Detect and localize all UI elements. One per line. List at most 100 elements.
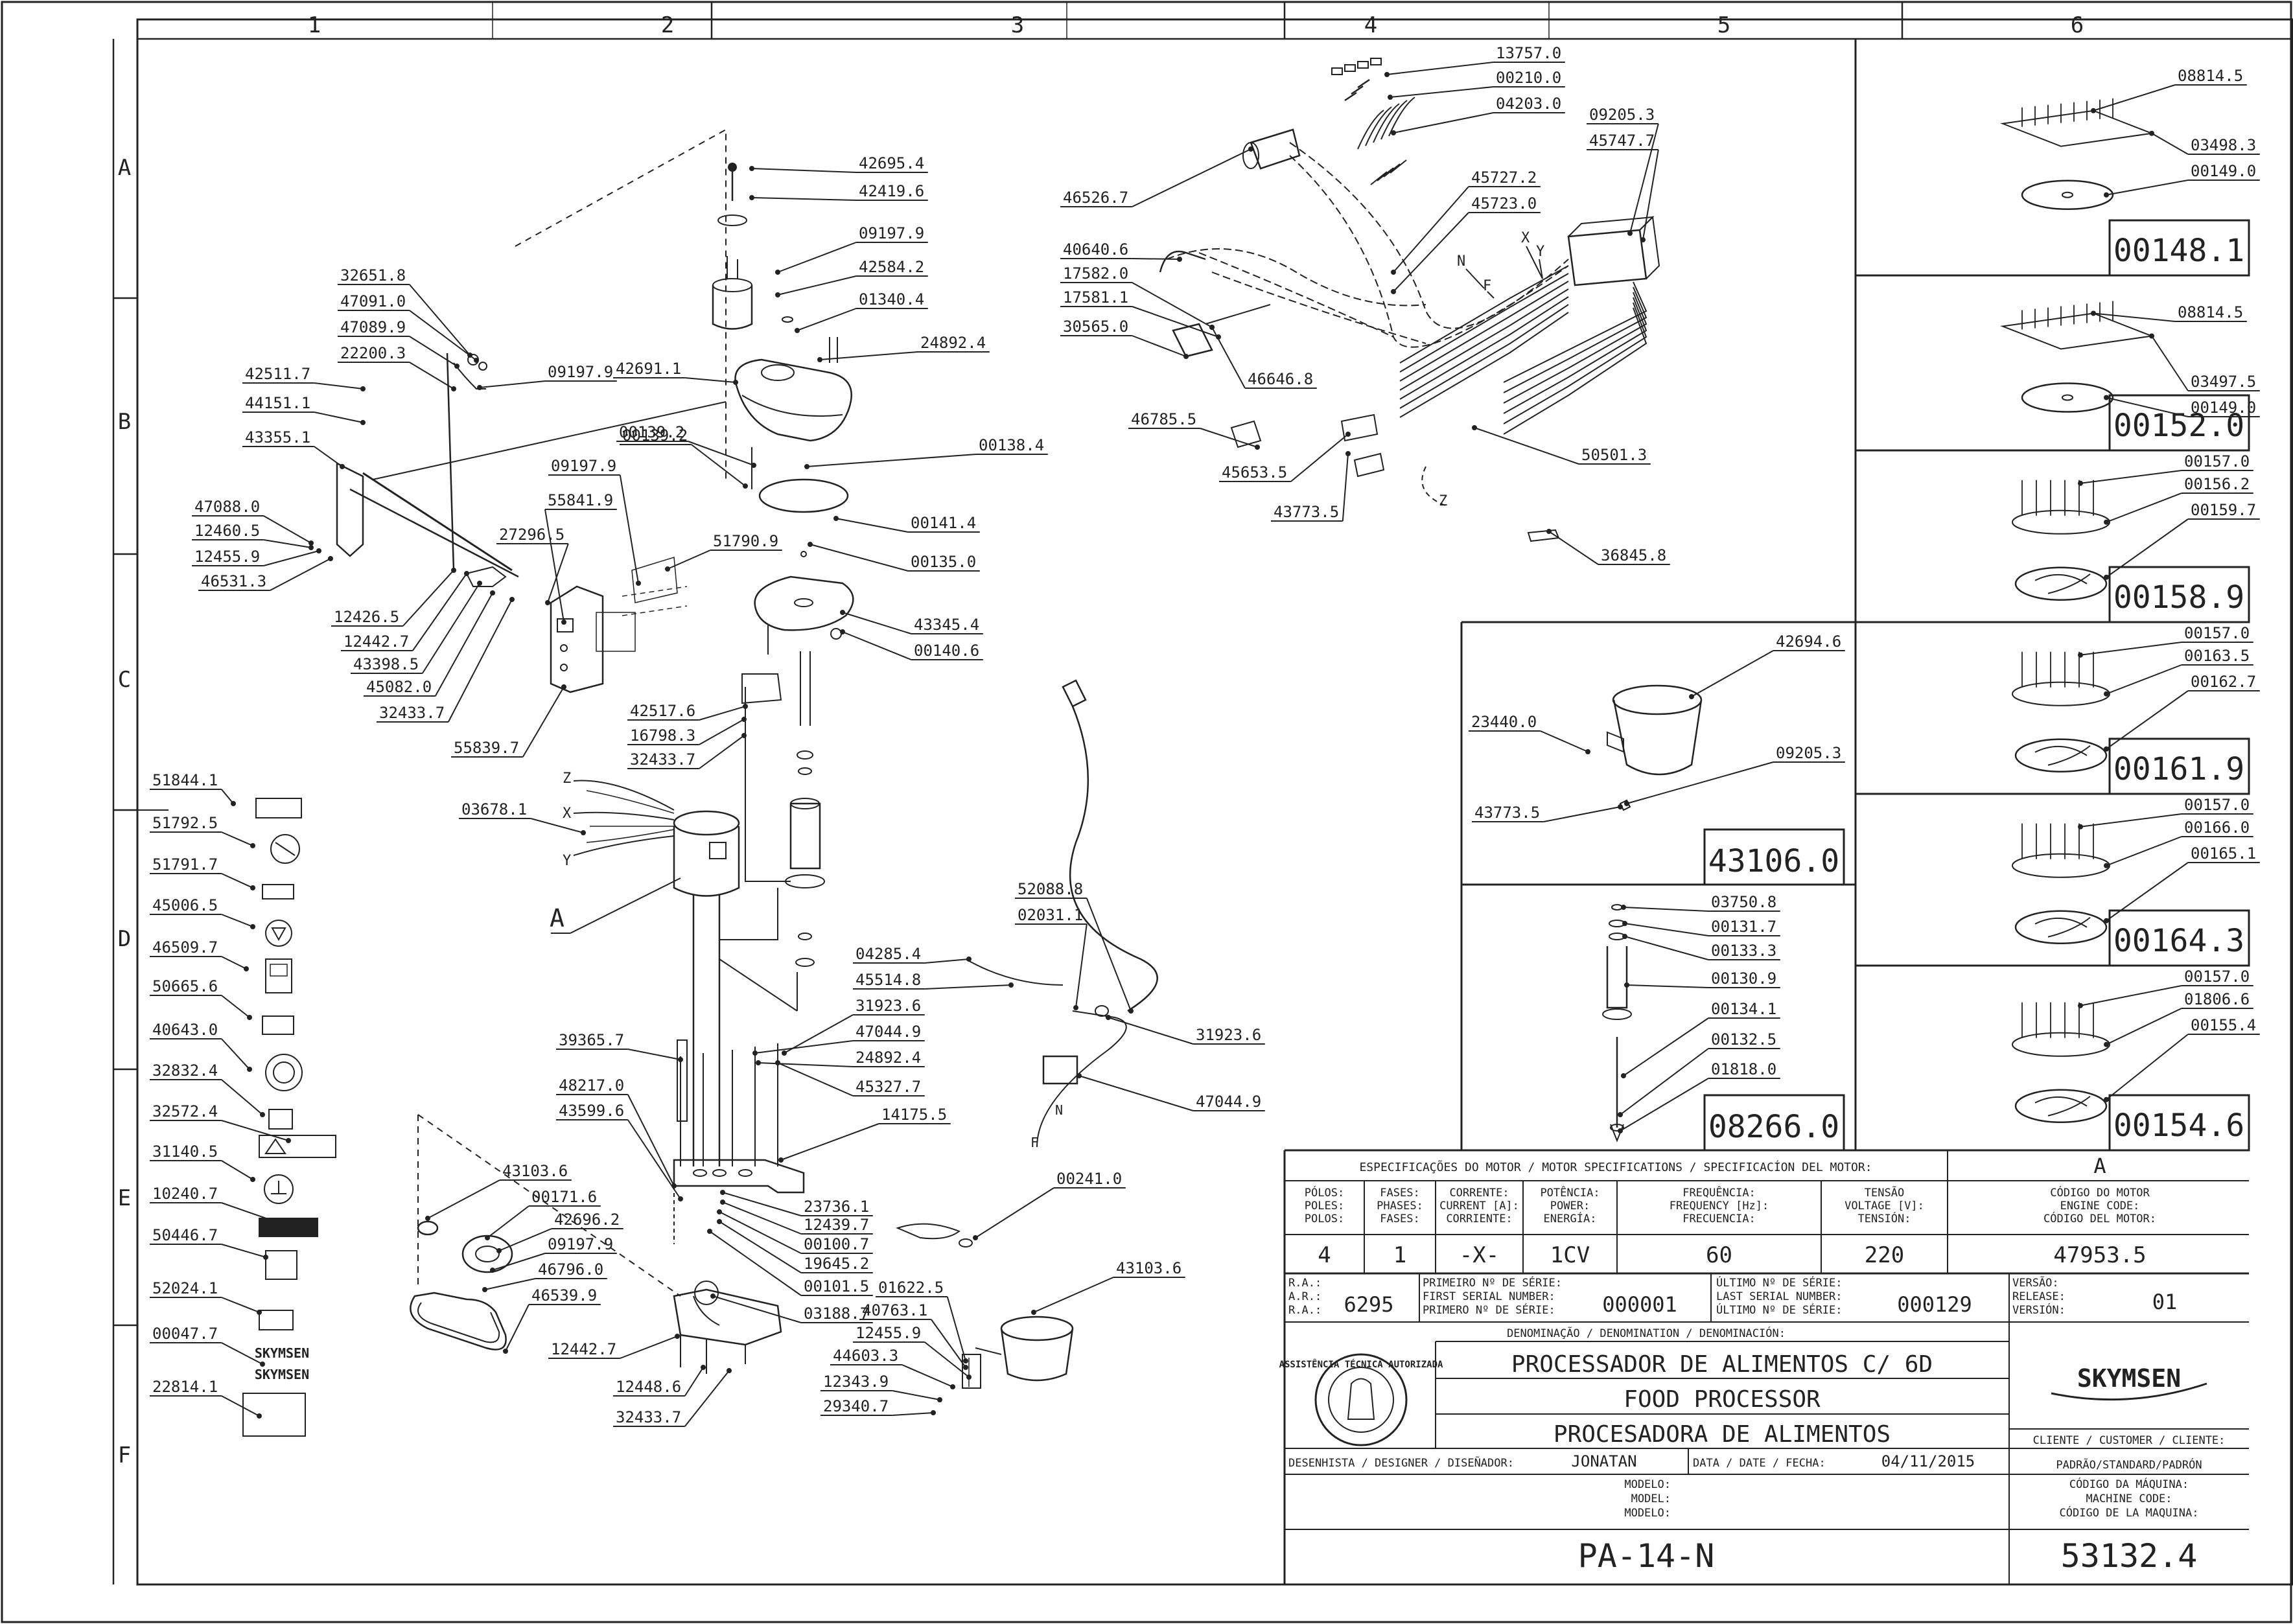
callout-leader bbox=[263, 550, 320, 566]
leader-dot bbox=[1391, 130, 1396, 135]
part-number-label: 31923.6 bbox=[1196, 1026, 1261, 1044]
part-number-label: 22200.3 bbox=[340, 344, 406, 362]
bowl-body bbox=[1612, 699, 1703, 776]
part-number-label: 36845.8 bbox=[1601, 546, 1666, 564]
cable-gland bbox=[1159, 250, 1206, 273]
callout-leader bbox=[619, 474, 639, 584]
leader-dot bbox=[231, 801, 236, 806]
lead-wire bbox=[1399, 281, 1569, 382]
callout-leader bbox=[809, 544, 909, 572]
leader-dot bbox=[1391, 270, 1396, 275]
part-number-label: 00140.6 bbox=[914, 642, 979, 660]
motor-wire bbox=[573, 811, 675, 820]
part-number-label: 51792.5 bbox=[152, 814, 218, 832]
callout-leader bbox=[2093, 312, 2176, 322]
leader-dot bbox=[1621, 1073, 1626, 1078]
grater-ring bbox=[2012, 1032, 2110, 1057]
leader-dot bbox=[1585, 749, 1590, 754]
callout-leader bbox=[946, 1296, 966, 1362]
arm-rod bbox=[362, 472, 513, 572]
part-number-label: 00130.9 bbox=[1711, 969, 1776, 988]
callout-leader bbox=[530, 818, 584, 833]
blade-hub bbox=[959, 1238, 973, 1247]
callout-leader bbox=[2106, 836, 2182, 866]
part-number-label: 32433.7 bbox=[630, 750, 695, 769]
view-letter-leader bbox=[570, 877, 681, 934]
disc-vane bbox=[2047, 573, 2091, 594]
part-number-label: 42517.6 bbox=[630, 702, 695, 720]
part-number-label: 45327.7 bbox=[856, 1078, 921, 1096]
callout-leader bbox=[780, 1123, 879, 1161]
callout-leader bbox=[777, 242, 857, 273]
first-serial-label: FIRST SERIAL NUMBER: bbox=[1423, 1290, 1555, 1303]
callout-leader bbox=[434, 592, 493, 697]
callout-leader bbox=[1624, 936, 1709, 960]
leader-dot bbox=[2149, 130, 2154, 136]
callout-leader bbox=[1393, 212, 1469, 292]
product-name: PROCESSADOR DE ALIMENTOS C/ 6D bbox=[1511, 1351, 1933, 1378]
leader-dot bbox=[328, 556, 333, 561]
leader-dot bbox=[752, 1050, 758, 1056]
leader-dot bbox=[966, 1375, 972, 1380]
bowl-code: 43106.0 bbox=[1708, 843, 1839, 879]
base-plate bbox=[673, 1159, 805, 1194]
part-number-label: 55839.7 bbox=[454, 739, 519, 757]
spec-value: 60 bbox=[1706, 1242, 1732, 1268]
support-rod bbox=[719, 888, 778, 940]
callout-leader bbox=[892, 1390, 940, 1400]
part-number-label: 43355.1 bbox=[245, 428, 310, 447]
part-number-label: 00047.7 bbox=[152, 1325, 218, 1343]
part-number-label: 31140.5 bbox=[152, 1143, 218, 1161]
grid-column-label: 6 bbox=[2071, 12, 2084, 38]
sticker-22814 bbox=[242, 1393, 306, 1437]
motor-body bbox=[673, 826, 740, 897]
callout-leader bbox=[1543, 806, 1621, 822]
part-number-label: 47091.0 bbox=[340, 292, 406, 310]
callout-leader bbox=[754, 1040, 854, 1054]
leader-dot bbox=[931, 1410, 936, 1415]
wire-letter: X bbox=[563, 806, 572, 822]
callout-leader bbox=[842, 631, 912, 660]
motor-code-label: CÓDIGO DO MOTOR bbox=[2050, 1185, 2150, 1200]
sticker-50446 bbox=[265, 1250, 297, 1280]
spec-heading: POLOS: bbox=[1305, 1212, 1344, 1225]
disc-blade-top bbox=[2000, 312, 2154, 350]
part-number-label: 00166.0 bbox=[2184, 818, 2250, 837]
leader-dot bbox=[727, 1368, 732, 1373]
leader-dot bbox=[636, 581, 641, 586]
drive-shaft bbox=[800, 651, 811, 726]
wire-clip bbox=[1331, 67, 1343, 75]
callout-leader bbox=[221, 995, 250, 1018]
part-number-label: 45723.0 bbox=[1471, 194, 1537, 213]
part-number-label: 00165.1 bbox=[2191, 844, 2256, 863]
product-name: FOOD PROCESSOR bbox=[1624, 1386, 1821, 1413]
model-label: MODEL: bbox=[1631, 1492, 1671, 1505]
wire-clip bbox=[1344, 64, 1356, 72]
disc-vane bbox=[2034, 745, 2088, 756]
lid-chute bbox=[761, 364, 795, 381]
part-number-label: 52024.1 bbox=[152, 1279, 218, 1297]
part-number-label: 19645.2 bbox=[804, 1255, 869, 1273]
part-number-label: 00139.2 bbox=[619, 423, 684, 441]
leader-dot bbox=[260, 1362, 265, 1367]
leader-dot bbox=[244, 966, 249, 971]
callout-leader bbox=[842, 612, 912, 634]
leader-dot bbox=[1689, 694, 1694, 699]
part-number-label: 42694.6 bbox=[1776, 632, 1841, 651]
leader-dot bbox=[503, 1349, 508, 1354]
part-number-label: 43599.6 bbox=[559, 1102, 624, 1120]
callout-leader bbox=[902, 1364, 953, 1387]
part-number-label: 31923.6 bbox=[856, 997, 921, 1015]
motor-wire bbox=[573, 780, 675, 811]
leader-dot bbox=[973, 1235, 978, 1240]
callout-leader bbox=[684, 1370, 730, 1427]
spec-heading: POWER: bbox=[1550, 1200, 1590, 1212]
wire-ends bbox=[1465, 246, 1543, 299]
lead-wire bbox=[1399, 312, 1569, 418]
callout-leader bbox=[2106, 493, 2182, 523]
sticker-52024 bbox=[259, 1310, 294, 1330]
grid-column-label: 1 bbox=[308, 12, 321, 38]
wire-letter: Y bbox=[563, 853, 571, 869]
spec-heading: POTÊNCIA: bbox=[1540, 1185, 1600, 1200]
cover-grille bbox=[694, 1281, 719, 1305]
